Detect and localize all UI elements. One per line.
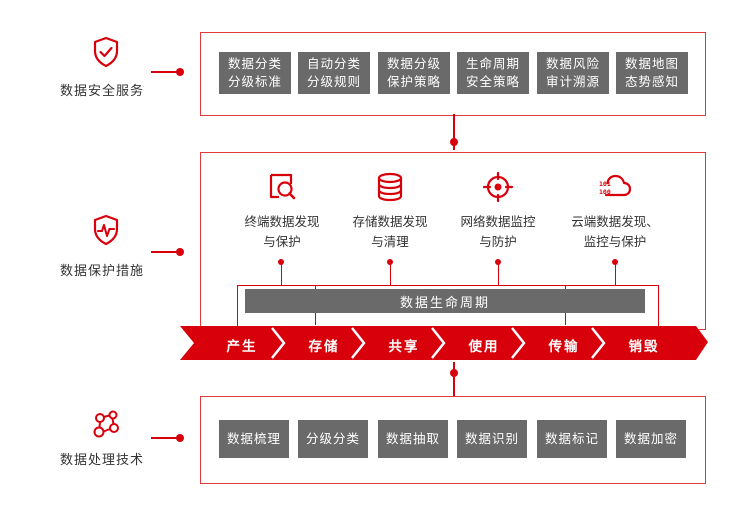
service-line: 数据分类 [227, 56, 282, 71]
molecule-nodes-icon [93, 410, 119, 438]
service-line: 分级规则 [306, 74, 361, 89]
lifecycle-bar: 数据生命周期 [245, 289, 645, 313]
technique-box: 数据识别 [457, 420, 527, 458]
section-label: 数据保护措施 [60, 264, 145, 279]
database-icon [377, 172, 403, 202]
stage-label: 使用 [468, 339, 500, 355]
svg-text:101: 101 [599, 180, 611, 188]
technique-label: 数据标记 [544, 431, 599, 446]
panel-connector-dot [450, 138, 458, 146]
measure-line: 监控与保护 [583, 234, 647, 249]
connector-dot [176, 68, 184, 76]
technique-box: 数据梳理 [219, 420, 289, 458]
service-line: 态势感知 [624, 74, 679, 89]
stage-label: 销毁 [628, 339, 660, 355]
technique-box: 数据抽取 [378, 420, 448, 458]
section-label: 数据处理技术 [60, 453, 145, 468]
stage-label: 传输 [548, 339, 580, 355]
service-line: 数据风险 [545, 56, 600, 71]
service-box: 数据分级保护策略 [378, 52, 450, 94]
technique-label: 数据加密 [623, 431, 678, 446]
stem-line [498, 262, 499, 286]
service-line: 生命周期 [465, 56, 520, 71]
technique-box: 数据加密 [616, 420, 686, 458]
service-line: 分级标准 [227, 74, 282, 89]
lifecycle-title: 数据生命周期 [399, 295, 490, 311]
measure-line: 存储数据发现 [352, 214, 428, 229]
connector-line [151, 437, 183, 439]
service-box: 数据分类分级标准 [219, 52, 291, 94]
magnifier-icon [269, 173, 296, 200]
measure-line: 网络数据监控 [460, 214, 536, 229]
measure-storage: 存储数据发现与清理 [330, 170, 450, 252]
shield-pulse-icon [93, 214, 119, 246]
measure-network: 网络数据监控与防护 [438, 170, 558, 252]
panel-connector [453, 362, 455, 396]
service-box: 数据风险审计溯源 [537, 52, 609, 94]
connector-dot [176, 434, 184, 442]
technique-label: 数据识别 [464, 431, 519, 446]
stage-label: 共享 [388, 339, 420, 355]
service-line: 审计溯源 [545, 74, 600, 89]
connector-dot [176, 248, 184, 256]
service-box: 数据地图态势感知 [616, 52, 688, 94]
connector-line [151, 71, 183, 73]
service-line: 数据分级 [386, 56, 441, 71]
service-box: 生命周期安全策略 [457, 52, 529, 94]
measure-line: 终端数据发现 [244, 214, 320, 229]
panel-connector-dot [450, 369, 458, 377]
service-line: 自动分类 [306, 56, 361, 71]
stage-label: 产生 [226, 339, 258, 355]
measure-line: 与清理 [371, 234, 409, 249]
lifecycle-bracket [237, 285, 659, 326]
shield-check-icon [93, 36, 119, 68]
technique-label: 数据梳理 [226, 431, 281, 446]
technique-box: 分级分类 [298, 420, 368, 458]
measure-line: 与保护 [263, 234, 301, 249]
svg-text:100: 100 [599, 188, 611, 196]
measure-line: 云端数据发现、 [571, 214, 659, 229]
section-label: 数据安全服务 [60, 84, 145, 99]
stem-line [615, 262, 616, 286]
technique-label: 数据抽取 [385, 431, 440, 446]
stem-line [390, 262, 391, 286]
connector-line [151, 251, 183, 253]
technique-box: 数据标记 [537, 420, 607, 458]
technique-label: 分级分类 [305, 431, 360, 446]
measure-cloud: 101 100 云端数据发现、监控与保护 [555, 170, 675, 252]
cloud-binary-icon: 101 100 [599, 174, 632, 197]
measure-endpoint: 终端数据发现与保护 [222, 170, 342, 252]
stem-line [281, 262, 282, 286]
target-icon [482, 171, 514, 203]
measure-line: 与防护 [479, 234, 517, 249]
service-box: 自动分类分级规则 [298, 52, 370, 94]
stage-label: 存储 [308, 339, 340, 355]
ribbon-chevrons [271, 327, 606, 359]
service-line: 保护策略 [386, 74, 441, 89]
service-line: 数据地图 [624, 56, 679, 71]
panel-connector [453, 114, 455, 150]
service-line: 安全策略 [465, 74, 520, 89]
